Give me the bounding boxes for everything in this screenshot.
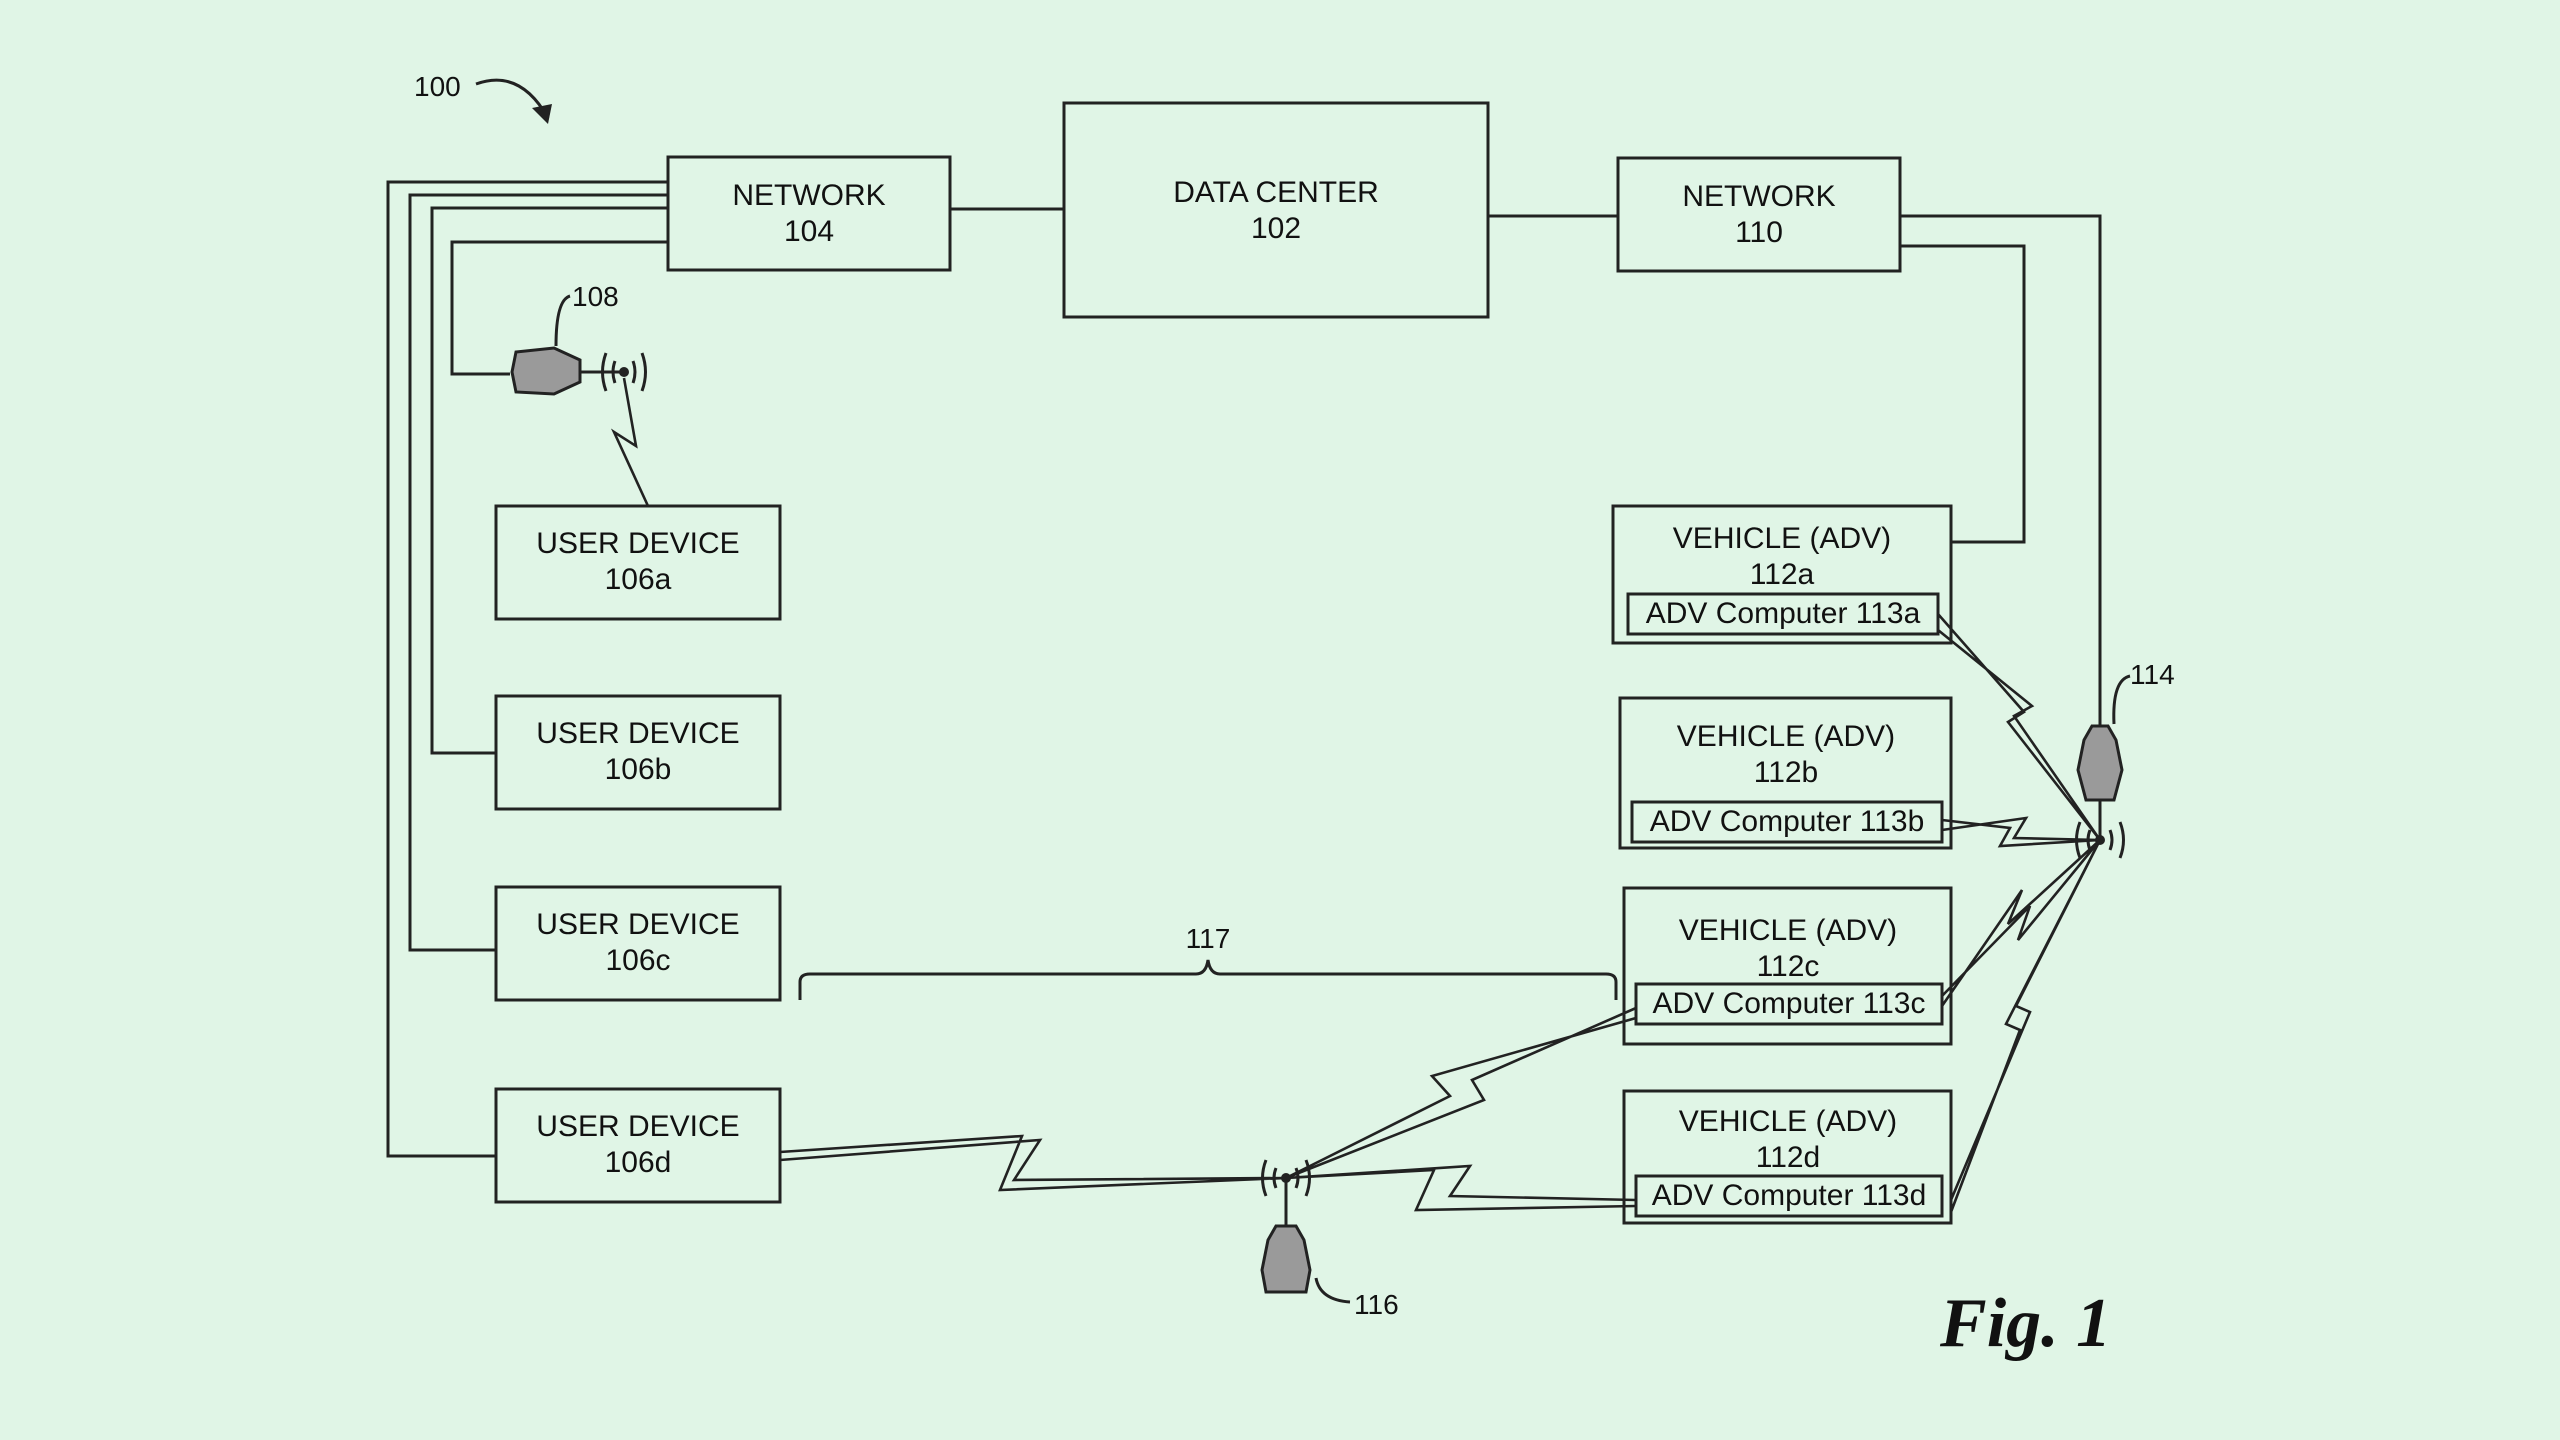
- wire-110-114: [1900, 214, 2102, 740]
- user-device-106a-id: 106a: [605, 563, 672, 596]
- vehicle-112b-title: VEHICLE (ADV): [1677, 720, 1895, 753]
- user-device-106a[interactable]: USER DEVICE 106a: [494, 504, 782, 621]
- data-center-title: DATA CENTER: [1173, 176, 1379, 209]
- ref-tower-108: 108: [572, 281, 619, 312]
- network-104-id: 104: [784, 215, 834, 248]
- network-110-title: NETWORK: [1682, 180, 1835, 213]
- network-110-box[interactable]: NETWORK 110: [1616, 156, 1902, 273]
- vehicle-112c[interactable]: VEHICLE (ADV) 112c ADV Computer 113c: [1622, 886, 1953, 1046]
- wire-104-106c: [408, 193, 668, 952]
- vehicle-112d[interactable]: VEHICLE (ADV) 112d ADV Computer 113d: [1622, 1089, 1953, 1225]
- ref-tower-114-leader: [2112, 674, 2131, 725]
- ref-tower-108-leader: [554, 294, 571, 347]
- user-device-106a-title: USER DEVICE: [536, 527, 739, 560]
- ref-tower-114: 114: [2130, 659, 2175, 690]
- wireless-108-106a: [610, 377, 650, 507]
- vehicle-112a-id: 112a: [1750, 558, 1815, 591]
- network-104-box[interactable]: NETWORK 104: [666, 155, 952, 272]
- user-device-106b[interactable]: USER DEVICE 106b: [494, 694, 782, 811]
- adv-computer-113c-label: ADV Computer 113c: [1653, 987, 1926, 1020]
- adv-computer-113d-label: ADV Computer 113d: [1652, 1179, 1927, 1212]
- vehicle-112a-title: VEHICLE (ADV): [1673, 522, 1891, 555]
- ref-tower-116-leader: [1314, 1277, 1351, 1304]
- wire-104-106d: [386, 180, 668, 1158]
- user-device-106d-id: 106d: [605, 1146, 672, 1179]
- vehicle-112b[interactable]: VEHICLE (ADV) 112b ADV Computer 113b: [1618, 696, 1953, 850]
- user-device-106b-title: USER DEVICE: [536, 717, 739, 750]
- adv-computer-113d[interactable]: [1634, 1174, 1944, 1218]
- adv-computer-113b[interactable]: [1630, 800, 1944, 844]
- figure-label: Fig. 1: [1939, 1285, 2111, 1362]
- vehicle-112b-id: 112b: [1754, 756, 1819, 789]
- adv-computer-113b-label: ADV Computer 113b: [1650, 805, 1925, 838]
- network-110-id: 110: [1735, 216, 1783, 249]
- user-device-106c-title: USER DEVICE: [536, 908, 739, 941]
- ref-system: 100: [414, 71, 461, 102]
- tower-114-icon: [2075, 724, 2125, 859]
- user-device-106d[interactable]: USER DEVICE 106d: [494, 1087, 782, 1204]
- vehicle-112c-id: 112c: [1757, 950, 1820, 983]
- bracket-117: [798, 959, 1618, 1000]
- tower-108-icon: [510, 346, 647, 396]
- user-device-106c-id: 106c: [605, 944, 670, 977]
- user-device-106b-id: 106b: [605, 753, 672, 786]
- wireless-114-vehicles: [1937, 613, 2102, 1213]
- adv-computer-113a-label: ADV Computer 113a: [1646, 597, 1921, 630]
- user-device-106c[interactable]: USER DEVICE 106c: [494, 885, 782, 1002]
- ref-span-117: 117: [1186, 923, 1231, 954]
- vehicle-112a[interactable]: VEHICLE (ADV) 112a ADV Computer 113a: [1611, 504, 1953, 645]
- wire-104-106b: [430, 206, 668, 755]
- vehicle-112d-id: 112d: [1756, 1141, 1821, 1174]
- wire-110-112a: [1900, 244, 2026, 544]
- ref-arrowhead: [532, 104, 552, 124]
- vehicle-112c-title: VEHICLE (ADV): [1679, 914, 1897, 947]
- vehicle-112d-title: VEHICLE (ADV): [1679, 1105, 1897, 1138]
- network-104-title: NETWORK: [732, 179, 885, 212]
- data-center-id: 102: [1251, 212, 1301, 245]
- wireless-116: [779, 1006, 1637, 1212]
- data-center-box[interactable]: DATA CENTER 102: [1062, 101, 1490, 319]
- ref-tower-116: 116: [1354, 1289, 1399, 1320]
- user-device-106d-title: USER DEVICE: [536, 1110, 739, 1143]
- wire-104-108: [450, 240, 668, 376]
